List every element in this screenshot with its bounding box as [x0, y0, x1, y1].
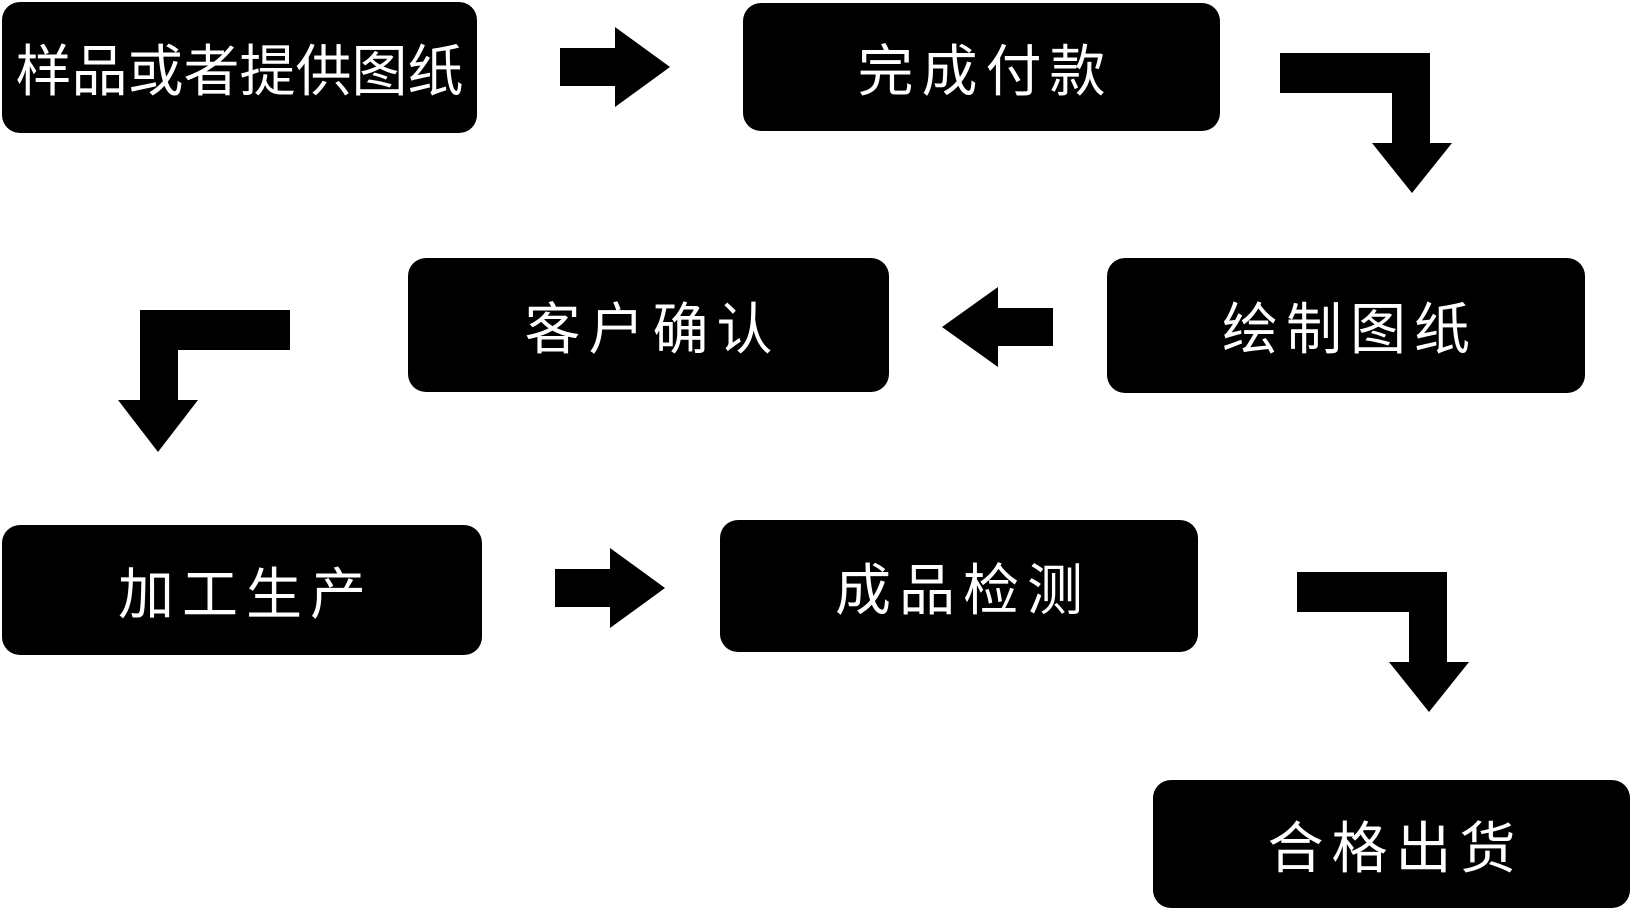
flow-node-label: 绘制图纸	[1222, 298, 1478, 363]
flow-node-customer-confirm: 客户确认	[408, 258, 889, 392]
right-arrow-icon-sample-to-payment	[560, 27, 670, 107]
flow-node-label: 客户确认	[524, 297, 781, 363]
flow-node-sample-or-drawing: 样品或者提供图纸	[2, 2, 477, 133]
right-arrow-icon-produce-to-inspect	[555, 548, 665, 628]
flow-node-label: 样品或者提供图纸	[15, 40, 464, 105]
flow-node-production: 加工生产	[2, 525, 482, 655]
elbow-down-arrow-icon-inspect-to-ship	[1297, 572, 1469, 712]
flow-node-label: 完成付款	[857, 39, 1114, 105]
flow-node-label: 成品检测	[835, 558, 1091, 624]
left-arrow-icon-draw-to-confirm	[942, 287, 1053, 367]
flow-node-label: 加工生产	[118, 562, 374, 628]
flow-node-draw-drawings: 绘制图纸	[1107, 258, 1585, 393]
flow-node-label: 合格出货	[1267, 816, 1524, 882]
elbow-down-arrow-icon-payment-to-draw	[1280, 53, 1452, 193]
flow-node-product-inspection: 成品检测	[720, 520, 1198, 652]
flow-node-payment: 完成付款	[743, 3, 1220, 131]
elbow-down-arrow-icon-confirm-to-produce	[118, 310, 290, 452]
flow-node-qualified-shipment: 合格出货	[1153, 780, 1630, 908]
